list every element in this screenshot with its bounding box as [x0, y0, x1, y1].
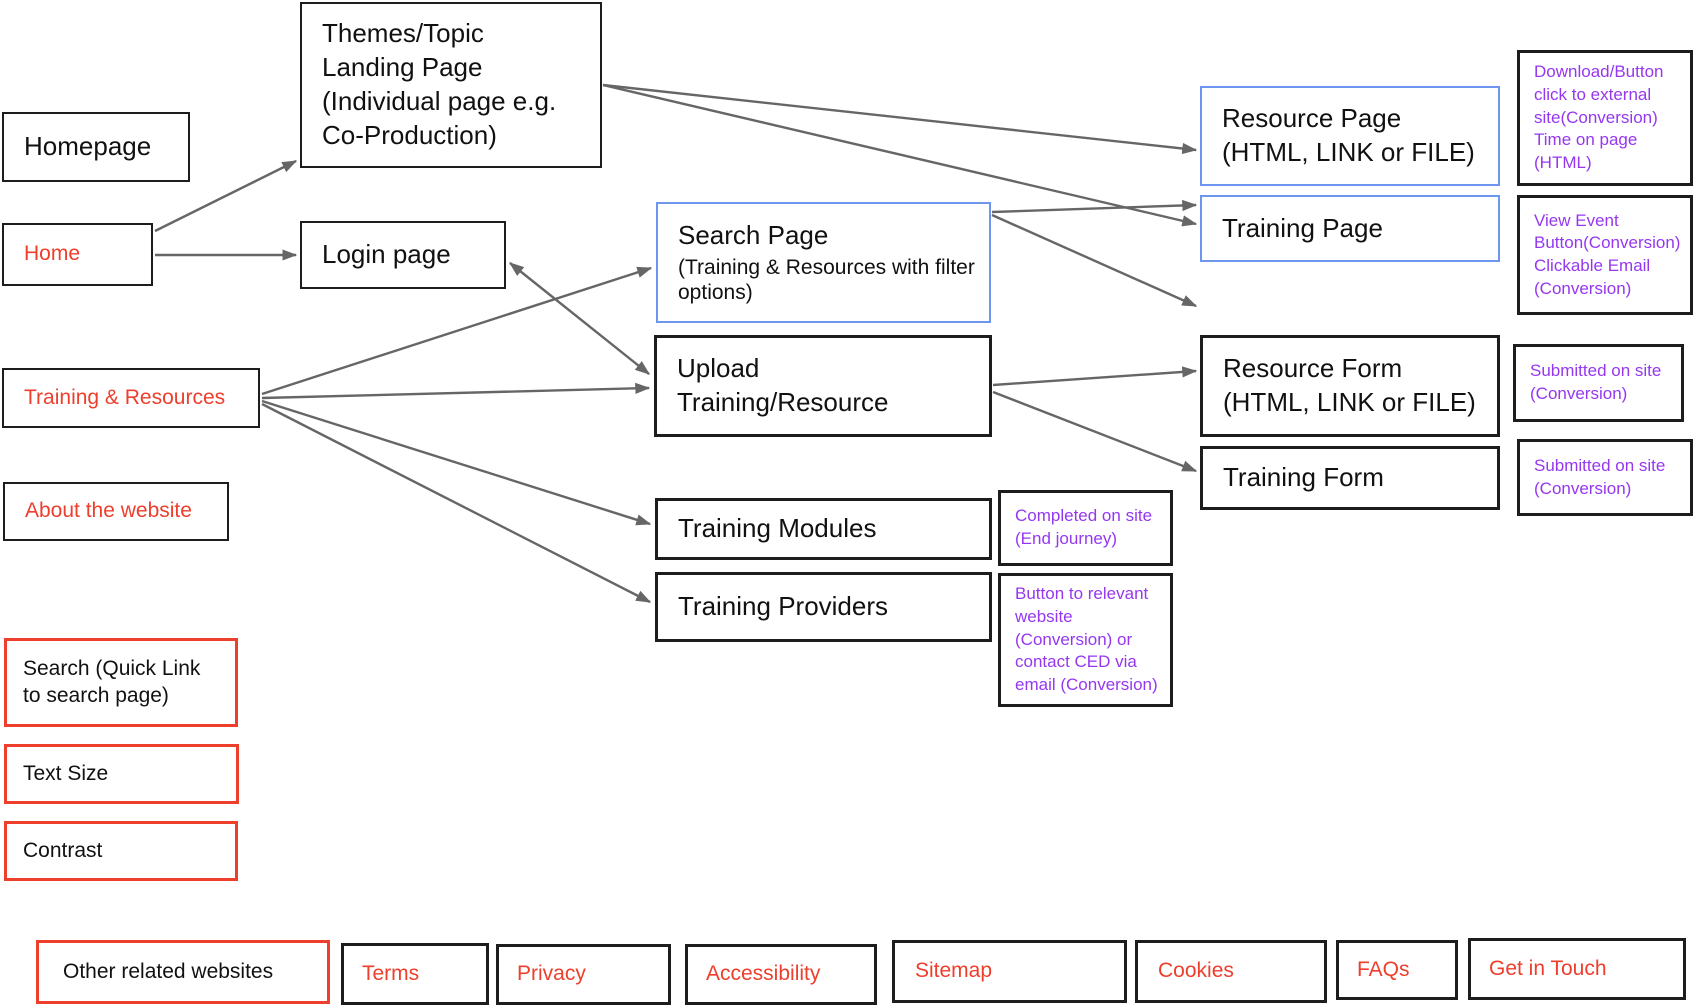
node-training-modules-label: Training Modules	[678, 513, 877, 544]
footer-other-websites: Other related websites	[36, 940, 330, 1004]
note-download-click-label: Download/Button click to external site(C…	[1534, 62, 1664, 172]
node-resource-page-label: Resource Page (HTML, LINK or FILE)	[1222, 103, 1475, 167]
note-view-event-label: View Event Button(Conversion) Clickable …	[1534, 210, 1681, 298]
node-login-page-label: Login page	[322, 239, 451, 270]
node-training-providers-label: Training Providers	[678, 591, 889, 622]
note-download-click: Download/Button click to external site(C…	[1517, 50, 1693, 186]
node-home-label: Home	[24, 242, 81, 266]
node-search-page: Search Page (Training & Resources with f…	[656, 202, 991, 323]
footer-terms-label: Terms	[362, 961, 420, 985]
node-about-website: About the website	[3, 482, 229, 541]
node-themes-landing-label: Themes/Topic Landing Page (Individual pa…	[322, 18, 557, 150]
footer-sitemap-label: Sitemap	[915, 959, 993, 983]
footer-cookies: Cookies	[1135, 940, 1327, 1003]
node-training-modules: Training Modules	[655, 498, 992, 560]
arrow-upload-to-resource-form	[992, 366, 1198, 387]
arrow-search-to-training-page	[991, 199, 1198, 214]
footer-accessibility-label: Accessibility	[706, 962, 821, 986]
node-homepage-label: Homepage	[24, 131, 152, 162]
node-contrast-label: Contrast	[23, 838, 103, 862]
arrow-login-upload-bidirectional	[509, 262, 650, 375]
arrow-themes-to-training-page	[602, 83, 1198, 227]
node-upload: Upload Training/Resource	[654, 335, 992, 437]
node-search-page-label: Search Page	[678, 219, 829, 250]
arrow-home-to-themes	[154, 159, 298, 233]
node-search-page-sublabel: (Training & Resources with filter option…	[678, 255, 975, 305]
note-view-event: View Event Button(Conversion) Clickable …	[1517, 195, 1693, 315]
node-themes-landing: Themes/Topic Landing Page (Individual pa…	[300, 2, 602, 168]
footer-privacy: Privacy	[496, 944, 671, 1005]
footer-accessibility: Accessibility	[685, 944, 877, 1005]
node-training-page-label: Training Page	[1222, 212, 1383, 243]
footer-other-websites-label: Other related websites	[63, 959, 274, 983]
node-training-resources-label: Training & Resources	[24, 385, 226, 409]
footer-faqs: FAQs	[1336, 940, 1458, 1000]
node-training-form-label: Training Form	[1223, 462, 1384, 493]
node-homepage: Homepage	[2, 112, 190, 182]
node-resource-form-label: Resource Form (HTML, LINK or FILE)	[1223, 353, 1476, 417]
note-submitted-training: Submitted on site (Conversion)	[1517, 439, 1693, 516]
footer-get-in-touch-label: Get in Touch	[1489, 956, 1607, 980]
node-contrast: Contrast	[4, 821, 238, 881]
note-submitted-resource-label: Submitted on site (Conversion)	[1530, 361, 1662, 403]
arrow-upload-to-training-form	[992, 390, 1198, 473]
node-upload-label: Upload Training/Resource	[677, 353, 889, 417]
node-search-quicklink: Search (Quick Link to search page)	[4, 638, 238, 727]
note-completed-on-site-label: Completed on site (End journey)	[1015, 506, 1153, 548]
arrow-tr-to-providers	[261, 402, 652, 604]
node-resource-form: Resource Form (HTML, LINK or FILE)	[1200, 335, 1500, 437]
node-resource-page: Resource Page (HTML, LINK or FILE)	[1200, 86, 1500, 186]
node-search-quicklink-label: Search (Quick Link to search page)	[23, 657, 201, 707]
node-training-resources: Training & Resources	[2, 368, 260, 428]
node-text-size: Text Size	[4, 744, 239, 804]
node-training-providers: Training Providers	[655, 572, 992, 642]
footer-terms: Terms	[341, 943, 489, 1005]
footer-privacy-label: Privacy	[517, 962, 586, 986]
arrow-themes-to-resource-page	[602, 83, 1198, 155]
node-login-page: Login page	[300, 221, 506, 289]
node-training-form: Training Form	[1200, 446, 1500, 510]
note-button-relevant-label: Button to relevant website (Conversion) …	[1015, 584, 1158, 694]
note-completed-on-site: Completed on site (End journey)	[998, 490, 1173, 566]
node-home: Home	[2, 223, 153, 286]
note-button-relevant: Button to relevant website (Conversion) …	[998, 573, 1173, 707]
footer-cookies-label: Cookies	[1158, 959, 1234, 983]
node-text-size-label: Text Size	[23, 761, 109, 785]
arrow-search-to-right	[991, 213, 1198, 308]
note-submitted-resource: Submitted on site (Conversion)	[1513, 344, 1684, 422]
footer-get-in-touch: Get in Touch	[1468, 938, 1686, 1000]
footer-faqs-label: FAQs	[1357, 957, 1410, 981]
footer-sitemap: Sitemap	[892, 940, 1127, 1003]
node-about-website-label: About the website	[25, 499, 192, 523]
note-submitted-training-label: Submitted on site (Conversion)	[1534, 455, 1666, 498]
arrow-tr-to-upload	[261, 382, 651, 400]
node-training-page: Training Page	[1200, 195, 1500, 262]
arrow-tr-to-modules	[261, 399, 652, 526]
